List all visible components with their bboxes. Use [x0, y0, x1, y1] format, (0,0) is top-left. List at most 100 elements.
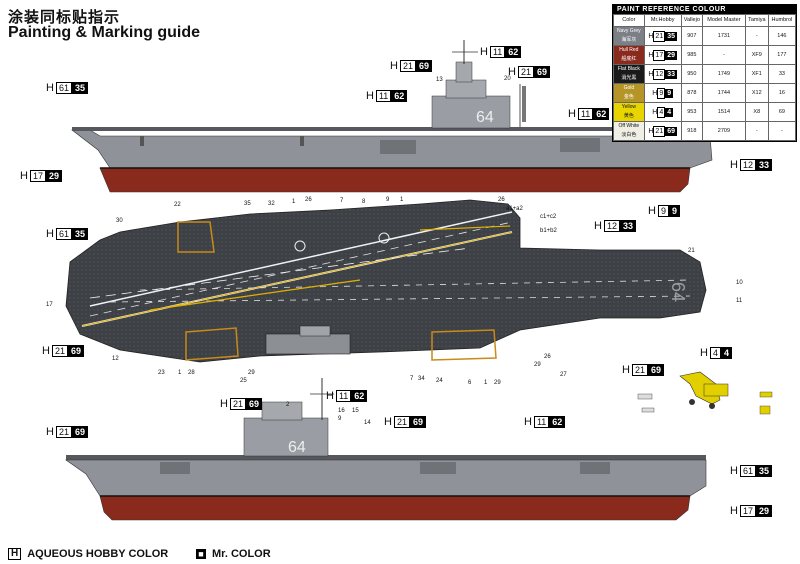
paint-name: Flat Black	[617, 66, 640, 72]
hull-red-top	[99, 167, 691, 193]
paint-m-code: 4	[665, 107, 674, 117]
paint-m-code: 35	[665, 31, 678, 41]
paint-h-code: 12	[653, 68, 666, 80]
aqueous-marker: H	[20, 170, 28, 182]
part-number: 25	[240, 378, 247, 384]
paint-h-code: 21	[653, 125, 666, 137]
part-number: 30	[116, 218, 123, 224]
mrcolor-code: 9	[668, 205, 680, 217]
mrcolor-code: 33	[619, 220, 636, 232]
part-number: 17	[46, 302, 53, 308]
island-plan	[265, 333, 351, 355]
aqueous-marker: H	[594, 220, 602, 232]
paint-swatch: Navy Grey 海军灰	[613, 26, 645, 46]
paint-vallejo: 918	[680, 121, 704, 141]
part-number: 26	[544, 354, 551, 360]
paint-humbrol: -	[767, 121, 797, 141]
paint-m-code: 9	[665, 88, 674, 98]
part-number: 12	[112, 356, 119, 362]
aqueous-code: 12	[603, 220, 620, 232]
color-code-label: H 21 69	[220, 398, 262, 410]
part-number: 9	[386, 197, 390, 203]
aqueous-code: 11	[335, 390, 352, 402]
color-code-label: H 21 69	[46, 426, 88, 438]
aqueous-code: 12	[739, 159, 756, 171]
mrcolor-code: 33	[755, 159, 772, 171]
deck-vehicles	[637, 371, 773, 415]
paint-name: Yellow	[621, 104, 636, 110]
color-code-label: H 21 69	[42, 345, 84, 357]
mrcolor-code: 69	[245, 398, 262, 410]
color-code-label: H 4 4	[700, 347, 732, 359]
paint-tamiya: X8	[744, 102, 769, 122]
mrcolor-code: 35	[755, 465, 772, 477]
aqueous-marker: H	[46, 426, 54, 438]
part-number: 16	[338, 408, 345, 414]
paint-name: Off White	[618, 123, 640, 129]
mrcolor-code: 4	[720, 347, 732, 359]
paint-table-header: PAINT REFERENCE COLOUR	[613, 5, 796, 14]
aqueous-code: 21	[393, 416, 410, 428]
aqueous-marker: H	[326, 390, 334, 402]
aqueous-code: 21	[51, 345, 68, 357]
paint-m-code: 69	[665, 126, 678, 136]
part-number: 1	[178, 370, 182, 376]
col-humbrol: Humbrol	[767, 14, 797, 27]
aqueous-code: 11	[489, 46, 506, 58]
paint-tamiya: -	[744, 121, 769, 141]
part-number: 29	[248, 370, 255, 376]
col-color: Color	[613, 14, 645, 27]
paint-h-code: 9	[657, 87, 666, 99]
mrcolor-code: 69	[647, 364, 664, 376]
aqueous-marker: H	[42, 345, 50, 357]
color-code-label: H 21 69	[622, 364, 664, 376]
aqueous-marker: H	[384, 416, 392, 428]
aqueous-marker: H	[730, 159, 738, 171]
paint-humbrol: 33	[767, 64, 797, 84]
paint-name-cn: 船底红	[621, 56, 637, 62]
aqueous-marker: H	[366, 90, 374, 102]
side-profile-port: 64	[65, 378, 707, 521]
aqueous-code: 11	[375, 90, 392, 102]
part-number: 21	[688, 248, 695, 254]
paint-swatch: Hull Red 船底红	[613, 45, 645, 65]
aqueous-marker: H	[508, 66, 516, 78]
aqueous-marker: H	[480, 46, 488, 58]
paint-name-cn: 黄色	[623, 113, 634, 119]
paint-name: Navy Grey	[617, 28, 641, 34]
part-number: 13	[436, 77, 443, 83]
col-vallejo: Vallejo	[680, 14, 704, 27]
aqueous-marker: H	[390, 60, 398, 72]
paint-modelmaster: 1731	[702, 26, 746, 46]
part-number: b1+b2	[540, 228, 557, 234]
color-code-label: H 9 9	[648, 205, 680, 217]
aqueous-code: 21	[55, 426, 72, 438]
part-number: 26	[498, 197, 505, 203]
color-code-label: H 17 29	[20, 170, 62, 182]
part-number: 1	[292, 199, 296, 205]
paint-modelmaster: -	[702, 45, 746, 65]
aqueous-marker: H	[700, 347, 708, 359]
paint-h-code: 4	[657, 106, 666, 118]
part-number: 11	[736, 298, 743, 304]
mrcolor-code: 29	[45, 170, 62, 182]
color-code-label: H 11 62	[524, 416, 566, 428]
part-number: a1+a2	[506, 206, 523, 212]
hull-number-top: 64	[476, 109, 494, 126]
flight-deck-edge-bottom	[66, 455, 706, 460]
aqueous-marker: H	[220, 398, 228, 410]
mrcolor-code: 29	[755, 505, 772, 517]
paint-vallejo: 953	[680, 102, 704, 122]
mrcolor-code: 62	[391, 90, 408, 102]
mrcolor-code: 69	[67, 345, 84, 357]
part-number: 28	[188, 370, 195, 376]
paint-name-cn: 淡白色	[621, 132, 637, 138]
color-code-label: H 12 33	[730, 159, 772, 171]
paint-humbrol: 69	[767, 102, 797, 122]
